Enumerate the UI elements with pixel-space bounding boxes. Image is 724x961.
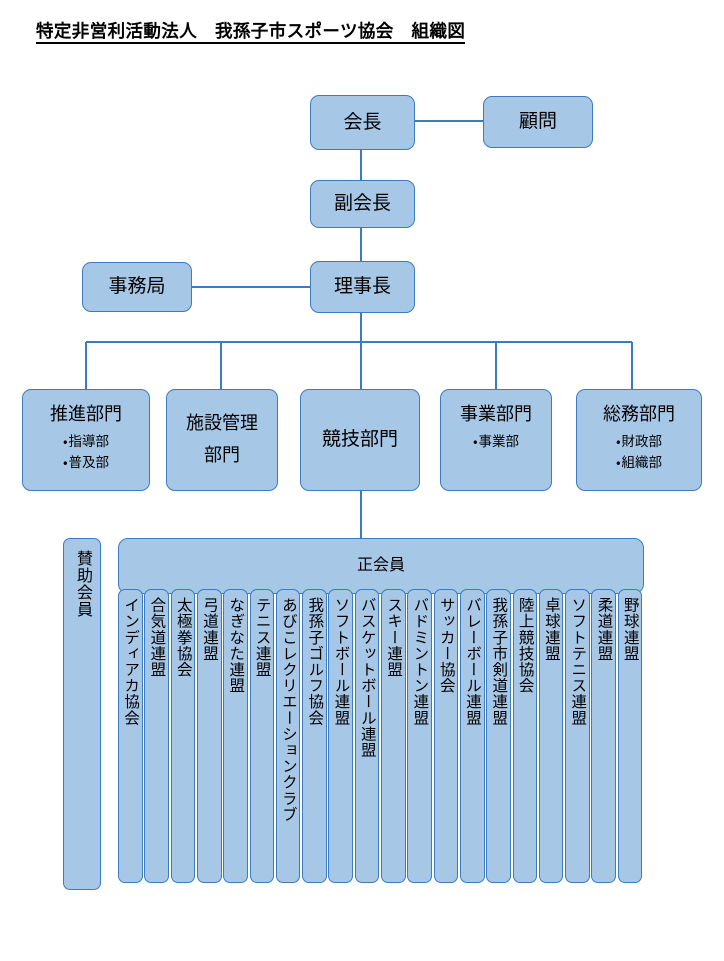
member-org-label: バドミントン連盟: [411, 597, 429, 726]
member-org-label: 陸上競技協会: [516, 597, 534, 694]
node-secretariat[interactable]: 事務局: [82, 262, 192, 312]
member-org-label: 柔道連盟: [595, 597, 613, 662]
node-advisor-label: 顧問: [518, 111, 557, 133]
member-org-label: テニス連盟: [253, 597, 271, 678]
member-org-box-4[interactable]: なぎなた連盟: [223, 589, 248, 883]
member-org-label: インディアカ協会: [122, 597, 140, 726]
member-org-box-8[interactable]: ソフトボール連盟: [328, 589, 354, 883]
supporting-members-box[interactable]: 賛助会員: [63, 538, 101, 890]
node-vice-president-label: 副会長: [333, 193, 391, 215]
member-org-box-5[interactable]: テニス連盟: [249, 589, 275, 883]
member-org-box-0[interactable]: インディアカ協会: [118, 589, 143, 883]
regular-members-bar[interactable]: 正会員: [118, 538, 644, 594]
bullet-icon: ・: [472, 433, 478, 449]
bullet-icon: ・: [615, 433, 621, 449]
department-sub-item: ・事業部: [473, 432, 519, 452]
member-org-box-11[interactable]: バドミントン連盟: [407, 589, 432, 883]
member-org-box-14[interactable]: 我孫子市剣道連盟: [486, 589, 511, 883]
department-title-0: 推進部門: [50, 404, 122, 424]
member-org-label: あびこレクリエーションクラブ: [279, 597, 297, 823]
member-org-label: 我孫子ゴルフ協会: [306, 597, 324, 726]
member-org-box-15[interactable]: 陸上競技協会: [512, 589, 538, 883]
node-chairman[interactable]: 理事長: [310, 261, 415, 313]
department-box-3[interactable]: 事業部門 ・事業部: [440, 389, 552, 491]
supporting-members-label: 賛助会員: [74, 550, 91, 618]
member-org-label: 合気道連盟: [148, 597, 166, 678]
department-sub-item: ・普及部: [63, 453, 109, 473]
member-org-label: 弓道連盟: [200, 597, 218, 662]
member-org-box-7[interactable]: 我孫子ゴルフ協会: [302, 589, 327, 883]
member-org-label: バスケットボール連盟: [358, 597, 376, 758]
bullet-icon: ・: [615, 455, 621, 471]
department-sub-list-4: ・財政部 ・組織部: [616, 432, 662, 473]
member-org-label: 太極拳協会: [174, 597, 192, 678]
department-sub-item: ・財政部: [616, 432, 662, 452]
node-advisor[interactable]: 顧問: [483, 96, 593, 148]
node-chairman-label: 理事長: [333, 276, 391, 298]
department-sub-label: 財政部: [621, 433, 663, 449]
department-title-1: 施設管理 部門: [186, 413, 258, 465]
member-org-label: 卓球連盟: [542, 597, 560, 662]
department-sub-label: 組織部: [621, 455, 663, 471]
page-title: 特定非営利活動法人 我孫子市スポーツ協会 組織図: [36, 21, 466, 45]
member-org-label: ソフトテニス連盟: [569, 597, 587, 726]
node-president-label: 会長: [343, 111, 382, 133]
bullet-icon: ・: [62, 433, 68, 449]
node-vice-president[interactable]: 副会長: [310, 180, 415, 228]
department-sub-list-0: ・指導部 ・普及部: [63, 432, 109, 473]
member-org-box-1[interactable]: 合気道連盟: [144, 589, 169, 883]
department-title-3: 事業部門: [460, 404, 532, 424]
member-org-box-16[interactable]: 卓球連盟: [538, 589, 564, 883]
department-sub-label: 指導部: [68, 433, 110, 449]
department-sub-label: 普及部: [68, 455, 110, 471]
department-box-0[interactable]: 推進部門 ・指導部 ・普及部: [22, 389, 150, 491]
member-org-box-10[interactable]: スキー連盟: [381, 589, 406, 883]
member-org-label: バレーボール連盟: [463, 597, 481, 726]
node-president[interactable]: 会長: [310, 95, 415, 150]
member-org-label: スキー連盟: [385, 597, 403, 678]
department-box-2[interactable]: 競技部門: [300, 389, 420, 491]
node-secretariat-label: 事務局: [108, 276, 166, 298]
member-org-label: ソフトボール連盟: [332, 597, 350, 726]
member-org-box-19[interactable]: 野球連盟: [617, 589, 643, 883]
member-org-label: なぎなた連盟: [227, 597, 245, 694]
member-org-label: 我孫子市剣道連盟: [490, 597, 508, 726]
department-sub-label: 事業部: [478, 433, 520, 449]
regular-members-label: 正会員: [356, 557, 405, 575]
department-sub-list-3: ・事業部: [473, 432, 519, 452]
department-title-4: 総務部門: [603, 404, 675, 424]
member-org-label: 野球連盟: [621, 597, 639, 662]
member-org-label: サッカー協会: [437, 597, 455, 694]
department-box-1[interactable]: 施設管理 部門: [166, 389, 278, 491]
member-org-box-3[interactable]: 弓道連盟: [196, 589, 222, 883]
department-sub-item: ・組織部: [616, 453, 662, 473]
member-org-box-13[interactable]: バレーボール連盟: [459, 589, 485, 883]
department-box-4[interactable]: 総務部門 ・財政部 ・組織部: [576, 389, 702, 491]
bullet-icon: ・: [62, 455, 68, 471]
member-org-box-9[interactable]: バスケットボール連盟: [354, 589, 380, 883]
member-org-box-12[interactable]: サッカー協会: [433, 589, 459, 883]
department-title-2: 競技部門: [321, 428, 398, 450]
member-org-box-6[interactable]: あびこレクリエーションクラブ: [275, 589, 301, 883]
department-sub-item: ・指導部: [63, 432, 109, 452]
member-org-box-18[interactable]: 柔道連盟: [591, 589, 617, 883]
member-org-box-17[interactable]: ソフトテニス連盟: [565, 589, 590, 883]
member-org-box-2[interactable]: 太極拳協会: [170, 589, 196, 883]
